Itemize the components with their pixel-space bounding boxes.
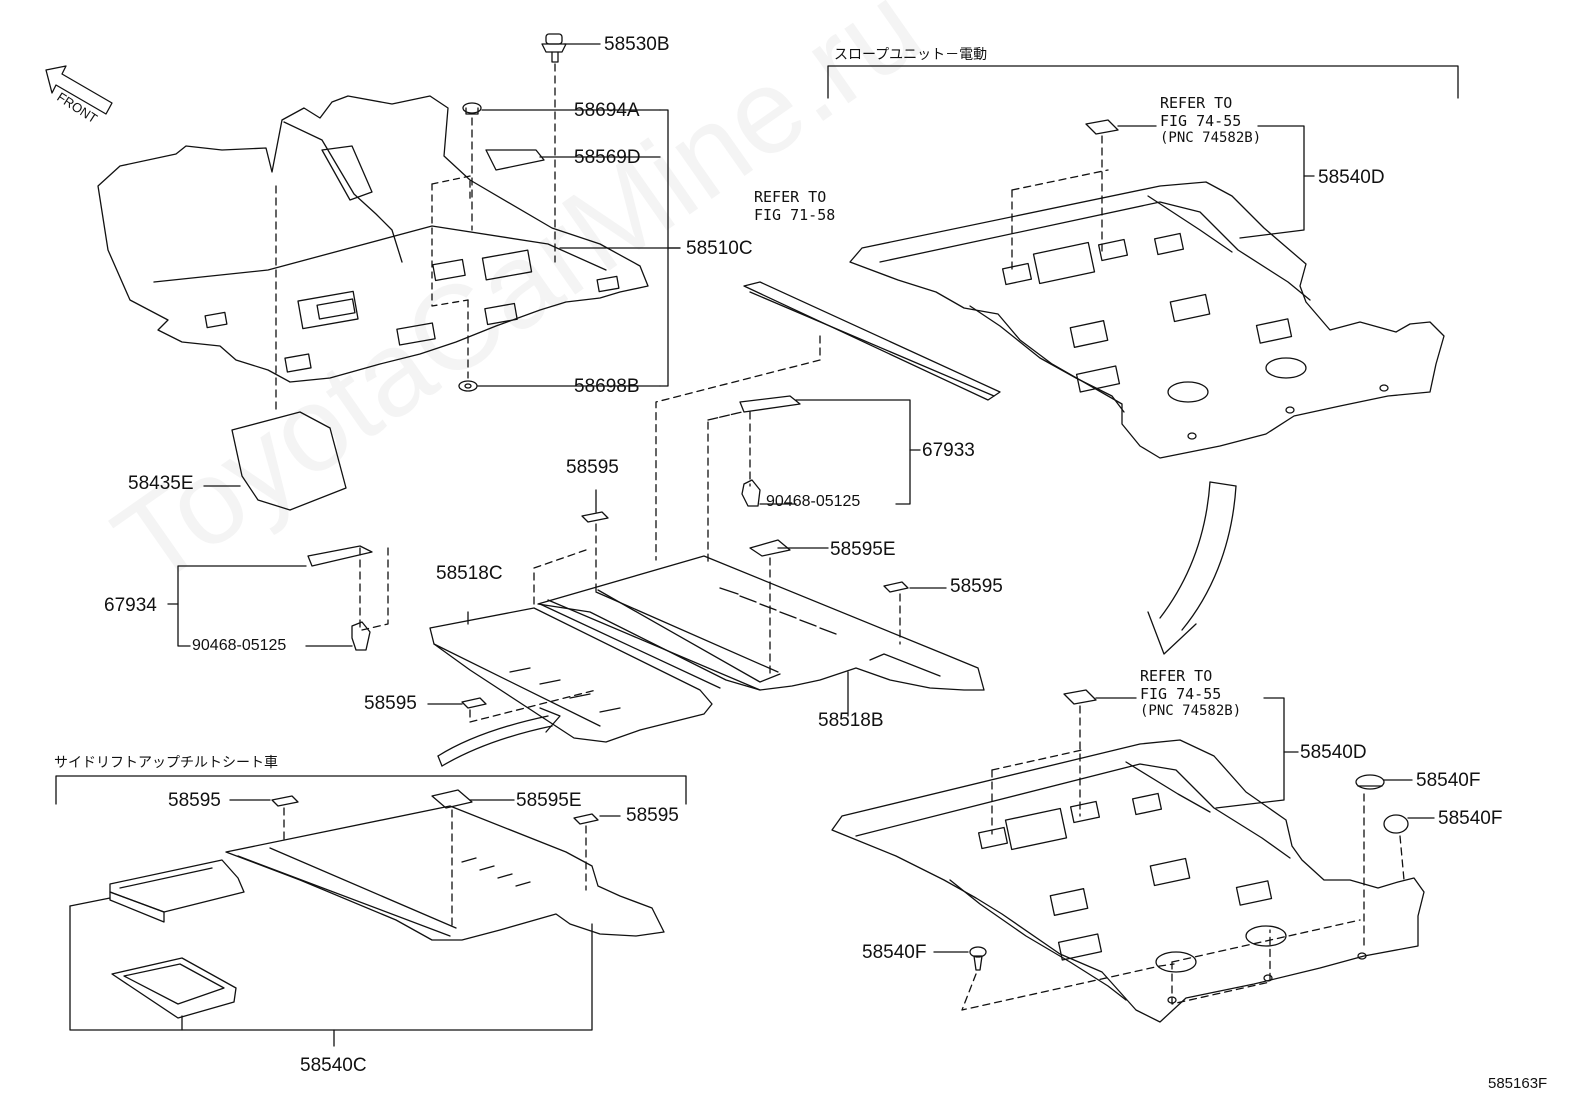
- refer-note-fig-74-55-bottom[interactable]: REFER TO FIG 74-55 (PNC 74582B): [1140, 667, 1241, 720]
- figure-code: 585163F: [1488, 1075, 1548, 1092]
- pad-refer-bottom-icon: [1063, 689, 1097, 705]
- pad-58595-e-icon: [573, 813, 599, 825]
- refer-line-1: REFER TO: [754, 188, 827, 206]
- part-label-58518b[interactable]: 58518B: [818, 710, 884, 731]
- part-label-58698b[interactable]: 58698B: [574, 376, 640, 397]
- part-label-58435e[interactable]: 58435E: [128, 473, 194, 494]
- pad-58595-c-icon: [461, 697, 487, 709]
- refer-note-fig-71-58[interactable]: REFER TO FIG 71-58: [754, 188, 835, 224]
- refer-line-1: REFER TO: [1160, 94, 1233, 112]
- part-label-90468-a[interactable]: 90468-05125: [766, 493, 861, 510]
- part-label-58540f-b[interactable]: 58540F: [1438, 808, 1503, 829]
- refer-line-2: FIG 74-55: [1160, 112, 1242, 130]
- refer-line-3: (PNC 74582B): [1140, 703, 1242, 719]
- fastener-58694a-icon: [462, 102, 482, 115]
- insert-mat-a: [109, 859, 245, 923]
- sill-strip: [743, 281, 1001, 401]
- group-caption-slope-unit: スロープユニット－電動: [834, 47, 988, 63]
- pad-58595e-a-icon: [749, 539, 791, 557]
- cover-67934-icon: [307, 545, 373, 567]
- mat-58435e: [231, 411, 347, 511]
- clip-90468-b-icon: [351, 621, 371, 651]
- floor-carpet-58510c: [97, 95, 649, 383]
- curve-arrow-small-icon: [437, 707, 561, 767]
- part-label-58595-c[interactable]: 58595: [364, 693, 417, 714]
- part-label-58510c[interactable]: 58510C: [686, 238, 753, 259]
- part-label-58530b[interactable]: 58530B: [604, 34, 670, 55]
- part-label-58540d-top[interactable]: 58540D: [1318, 167, 1385, 188]
- floor-panel-58540d-bottom: [831, 739, 1425, 1023]
- refer-line-2: FIG 74-55: [1140, 685, 1222, 703]
- part-label-58540f-a[interactable]: 58540F: [1416, 770, 1481, 791]
- floor-panel-58540d-top: [849, 169, 1445, 459]
- pad-58595-d-icon: [271, 795, 299, 807]
- refer-line-1: REFER TO: [1140, 667, 1213, 685]
- part-label-58595-e[interactable]: 58595: [626, 805, 679, 826]
- part-label-58595-d[interactable]: 58595: [168, 790, 221, 811]
- floor-panel-58518b: [537, 555, 985, 691]
- part-label-58595e-a[interactable]: 58595E: [830, 539, 896, 560]
- plug-58540f-b-icon: [1383, 814, 1409, 834]
- pad-58595-a-icon: [581, 511, 609, 523]
- pad-58595e-b-icon: [431, 789, 473, 809]
- part-label-58595e-b[interactable]: 58595E: [516, 790, 582, 811]
- part-label-58694a[interactable]: 58694A: [574, 100, 640, 121]
- plug-58540f-a-icon: [1355, 774, 1385, 790]
- pad-refer-top-icon: [1085, 119, 1119, 135]
- part-label-58540c[interactable]: 58540C: [300, 1055, 367, 1076]
- refer-note-fig-74-55-top[interactable]: REFER TO FIG 74-55 (PNC 74582B): [1160, 94, 1261, 147]
- front-arrow-icon: [45, 65, 113, 115]
- group-caption-side-lift: サイドリフトアップチルトシート車: [54, 755, 278, 771]
- refer-line-3: (PNC 74582B): [1160, 130, 1262, 146]
- part-label-67934[interactable]: 67934: [104, 595, 157, 616]
- cover-67933-icon: [739, 395, 801, 413]
- pad-58569d-icon: [485, 149, 545, 171]
- clip-58530b-icon: [541, 33, 567, 63]
- part-label-90468-b[interactable]: 90468-05125: [192, 637, 287, 654]
- clip-90468-a-icon: [741, 479, 761, 507]
- clip-58540f-c-icon: [969, 946, 987, 971]
- grommet-58698b-icon: [458, 380, 478, 392]
- part-label-58518c[interactable]: 58518C: [436, 563, 503, 584]
- part-label-67933[interactable]: 67933: [922, 440, 975, 461]
- curve-arrow-large-icon: [1147, 481, 1237, 655]
- floor-panel-58518c: [429, 603, 721, 743]
- part-label-58595-b[interactable]: 58595: [950, 576, 1003, 597]
- insert-mat-b: [111, 957, 237, 1019]
- part-label-58540f-c[interactable]: 58540F: [862, 942, 927, 963]
- part-label-58540d-bottom[interactable]: 58540D: [1300, 742, 1367, 763]
- part-label-58595-a[interactable]: 58595: [566, 457, 619, 478]
- part-label-58569d[interactable]: 58569D: [574, 147, 641, 168]
- pad-58595-b-icon: [883, 581, 909, 593]
- floor-panel-58540c: [225, 805, 665, 941]
- refer-line-2: FIG 71-58: [754, 206, 836, 224]
